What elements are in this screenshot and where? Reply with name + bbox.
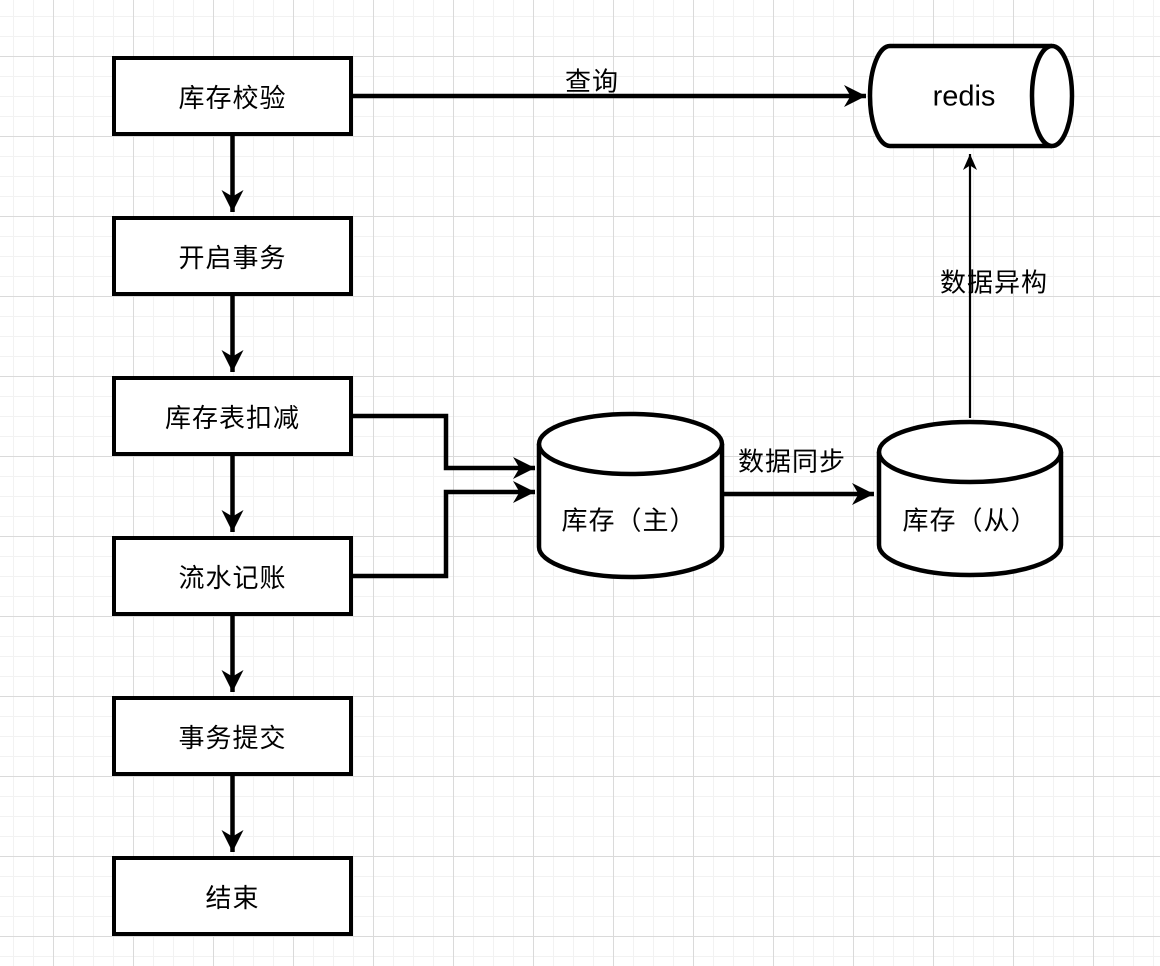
node-inventory-check: 库存校验 — [112, 56, 353, 136]
edge-heterogeneity-label: 数据异构 — [939, 267, 1049, 298]
node-inventory-table-deduction: 库存表扣减 — [112, 376, 353, 456]
cylinder-master-rim — [536, 411, 725, 477]
node-end-label: 结束 — [205, 882, 260, 913]
edge-deduct-to-master — [353, 413, 535, 479]
edge-sync-label: 数据同步 — [737, 446, 847, 477]
cylinder-redis — [867, 43, 1075, 149]
node-ledger-bookkeeping: 流水记账 — [112, 536, 353, 616]
node-transaction-commit: 事务提交 — [112, 696, 353, 776]
redis-label: redis — [932, 80, 996, 113]
node-open-transaction: 开启事务 — [112, 216, 353, 296]
edge-query-label: 查询 — [564, 66, 620, 97]
inventory-slave-label: 库存（从） — [902, 505, 1038, 536]
cylinder-master-body — [536, 444, 725, 580]
cylinder-redis-rim — [1029, 43, 1075, 149]
cylinder-slave-body — [876, 452, 1064, 578]
cylinder-slave-rim — [876, 419, 1064, 485]
cylinder-inventory-slave — [876, 419, 1064, 578]
node-end: 结束 — [112, 856, 353, 936]
cylinder-inventory-master — [536, 411, 725, 580]
node-transaction-commit-label: 事务提交 — [178, 722, 287, 753]
inventory-master-label: 库存（主） — [561, 505, 697, 536]
node-inventory-check-label: 库存校验 — [178, 82, 287, 113]
node-ledger-bookkeeping-label: 流水记账 — [178, 562, 287, 593]
edge-ledger-to-master — [353, 481, 535, 579]
node-open-transaction-label: 开启事务 — [178, 242, 287, 273]
node-inventory-table-deduction-label: 库存表扣减 — [164, 402, 300, 433]
cylinder-redis-body — [867, 43, 1052, 149]
